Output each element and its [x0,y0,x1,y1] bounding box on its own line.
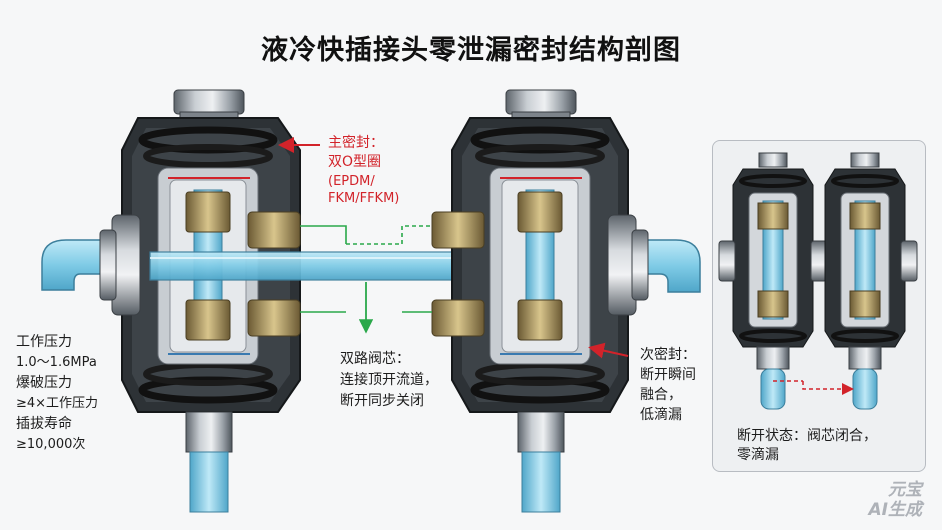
spec-burst-pressure-label: 爆破压力 [16,375,72,391]
watermark-line-1: 元宝 [888,480,922,500]
secondary-seal-desc-3: 低滴漏 [640,407,682,423]
valve-core-arrows [300,225,432,334]
spec-cycle-life-value: ≥10,000次 [16,437,86,452]
secondary-seal-arrow [588,342,629,359]
spec-cycle-life-label: 插拔寿命 [16,416,72,432]
inset-drip-arrows [773,380,854,395]
primary-seal-heading: 主密封： [328,135,384,151]
secondary-seal-desc-2: 融合， [640,387,682,403]
secondary-seal-heading: 次密封： [640,347,696,363]
left-coupling-body [99,89,301,513]
disconnected-desc-2: 零滴漏 [737,447,779,463]
spec-burst-pressure-value: ≥4×工作压力 [16,396,99,411]
page-title: 液冷快插接头零泄漏密封结构剖图 [261,35,681,66]
right-coupling-body [431,89,649,513]
watermark-line-2: AI生成 [868,500,922,520]
inset-left-coupling [718,152,828,410]
disconnected-state-inset: 断开状态：阀芯闭合， 零滴漏 [712,140,926,472]
inset-right-coupling [824,152,918,410]
watermark: 元宝 AI生成 [869,480,922,520]
disconnected-desc-1: 断开状态：阀芯闭合， [737,428,877,444]
secondary-seal-desc-1: 断开瞬间 [640,367,696,383]
spec-working-pressure-value: 1.0～1.6MPa [16,355,97,370]
primary-seal-type: 双O型圈 [328,154,382,170]
valve-core-heading: 双路阀芯： [340,351,410,367]
valve-core-desc-2: 断开同步关闭 [340,393,424,409]
primary-seal-material-1: (EPDM/ [328,174,375,189]
primary-seal-material-2: FKM/FFKM) [328,191,400,206]
disconnected-couplings-diagram [718,152,918,410]
valve-core-desc-1: 连接顶开流道， [340,372,438,388]
spec-working-pressure-label: 工作压力 [16,334,72,350]
